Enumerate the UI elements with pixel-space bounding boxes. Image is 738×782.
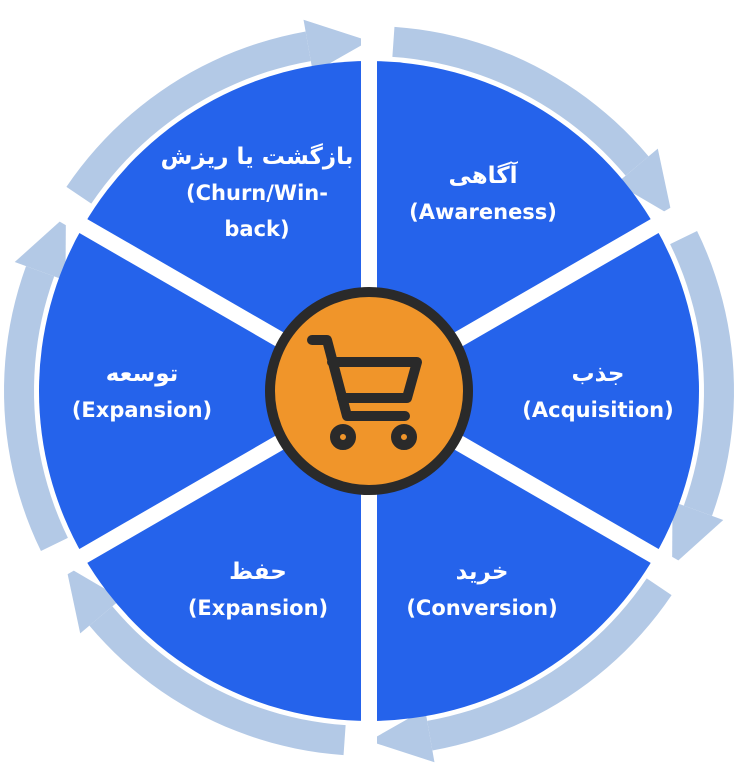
- center-hub: [265, 287, 473, 495]
- churn-fa-label: بازگشت یا ریزش: [161, 143, 354, 170]
- cycle-arrow-head: [14, 216, 66, 281]
- segment-churn: [83, 61, 370, 391]
- cycle-arrow-head: [369, 709, 435, 763]
- shopping-cart-icon: [307, 335, 422, 450]
- hub-circle: [265, 287, 473, 495]
- acquisition-fa-label: جذب: [572, 361, 625, 387]
- acquisition-en-label: (Acquisition): [522, 398, 673, 422]
- retention-en-label: (Expansion): [188, 596, 328, 620]
- cycle-arrow-body: [89, 606, 346, 756]
- segment-awareness: [369, 61, 655, 391]
- cart-wheel-left: [330, 424, 356, 450]
- cycle-arrow-body: [66, 31, 311, 204]
- churn-en-label-line2: back): [224, 217, 289, 241]
- cycle-arrow-head: [303, 19, 369, 73]
- cart-basket: [307, 335, 422, 421]
- cycle-arrow-head: [616, 148, 673, 216]
- expansion-en-label: (Expansion): [72, 398, 212, 422]
- cycle-arrow-body: [4, 266, 68, 552]
- conversion-fa-label: خرید: [456, 559, 509, 585]
- cycle-arrow-ring: [4, 19, 734, 763]
- segment-conversion: [369, 391, 655, 721]
- lifecycle-segments: [38, 61, 699, 721]
- segment-labels: آگاهی (Awareness) جذب (Acquisition) خرید…: [72, 143, 674, 620]
- conversion-en-label: (Conversion): [406, 596, 557, 620]
- expansion-fa-label: توسعه: [106, 361, 179, 387]
- retention-fa-label: حفظ: [229, 559, 287, 585]
- awareness-fa-label: آگاهی: [448, 160, 518, 189]
- churn-en-label-line1: (Churn/Win-: [186, 181, 328, 205]
- cart-wheel-right: [391, 424, 417, 450]
- cycle-arrow-body: [670, 230, 734, 516]
- segment-acquisition: [369, 226, 699, 556]
- segment-retention: [83, 391, 370, 721]
- cycle-arrow-body: [392, 26, 649, 176]
- awareness-en-label: (Awareness): [409, 200, 557, 224]
- cycle-arrow-body: [427, 578, 672, 751]
- cycle-arrow-head: [65, 566, 122, 634]
- segment-expansion: [38, 226, 369, 556]
- cycle-arrow-head: [672, 501, 724, 566]
